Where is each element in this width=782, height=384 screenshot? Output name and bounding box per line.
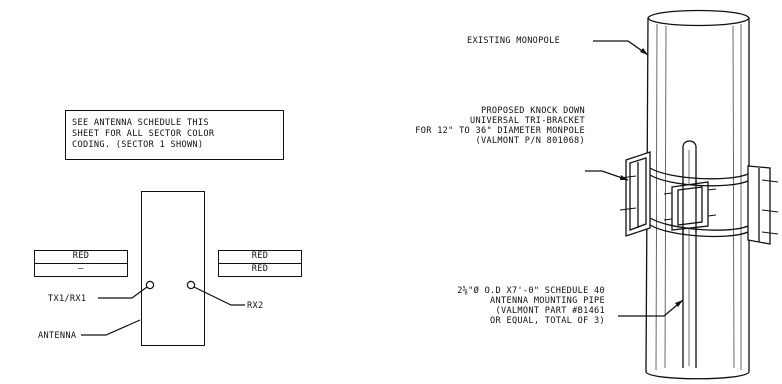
antenna-body — [141, 191, 205, 346]
monopole-bottom-ellipse — [645, 371, 750, 380]
leader-bracket — [585, 170, 629, 181]
leader-monopole — [593, 40, 649, 56]
bracket-line-4: (VALMONT P/N 801068) — [475, 136, 585, 146]
port-circle-left — [145, 280, 155, 290]
antenna-label: ANTENNA — [38, 331, 77, 341]
right-table-row-2: RED — [218, 263, 302, 277]
monopole-label: EXISTING MONOPOLE — [467, 36, 561, 46]
pipe-line-4: OR EQUAL, TOTAL OF 3) — [490, 316, 605, 326]
left-table-row-2: — — [34, 263, 128, 277]
bracket-line-2: UNIVERSAL TRI-BRACKET — [470, 116, 585, 126]
port-label-rx2: RX2 — [247, 301, 264, 311]
leader-tx1rx1 — [98, 286, 148, 299]
note-line-1: SEE ANTENNA SCHEDULE THIS — [72, 118, 209, 128]
pipe-line-1: 2⅝"ø O.D x7'-0" SCHEDULE 40 — [457, 286, 605, 296]
pipe-line-3: (VALMONT PART #B1461 — [495, 306, 605, 316]
port-label-tx1rx1: TX1/RX1 — [48, 294, 87, 304]
pipe-cap — [682, 140, 697, 148]
note-line-3: CODING. (SECTOR 1 SHOWN) — [72, 140, 204, 150]
note-line-2: SHEET FOR ALL SECTOR COLOR — [72, 129, 215, 139]
pipe-line-2: ANTENNA MOUNTING PIPE — [490, 296, 605, 306]
leader-rx2 — [193, 286, 245, 306]
leader-pipe — [618, 299, 684, 317]
note-box — [65, 110, 284, 160]
leader-antenna — [81, 319, 141, 336]
port-circle-right — [186, 280, 196, 290]
bracket-line-1: PROPOSED KNOCK DOWN — [480, 106, 585, 116]
monopole-top-ellipse — [647, 9, 750, 27]
bracket-line-3: FOR 12" TO 36" DIAMETER MONPOLE — [415, 126, 585, 136]
